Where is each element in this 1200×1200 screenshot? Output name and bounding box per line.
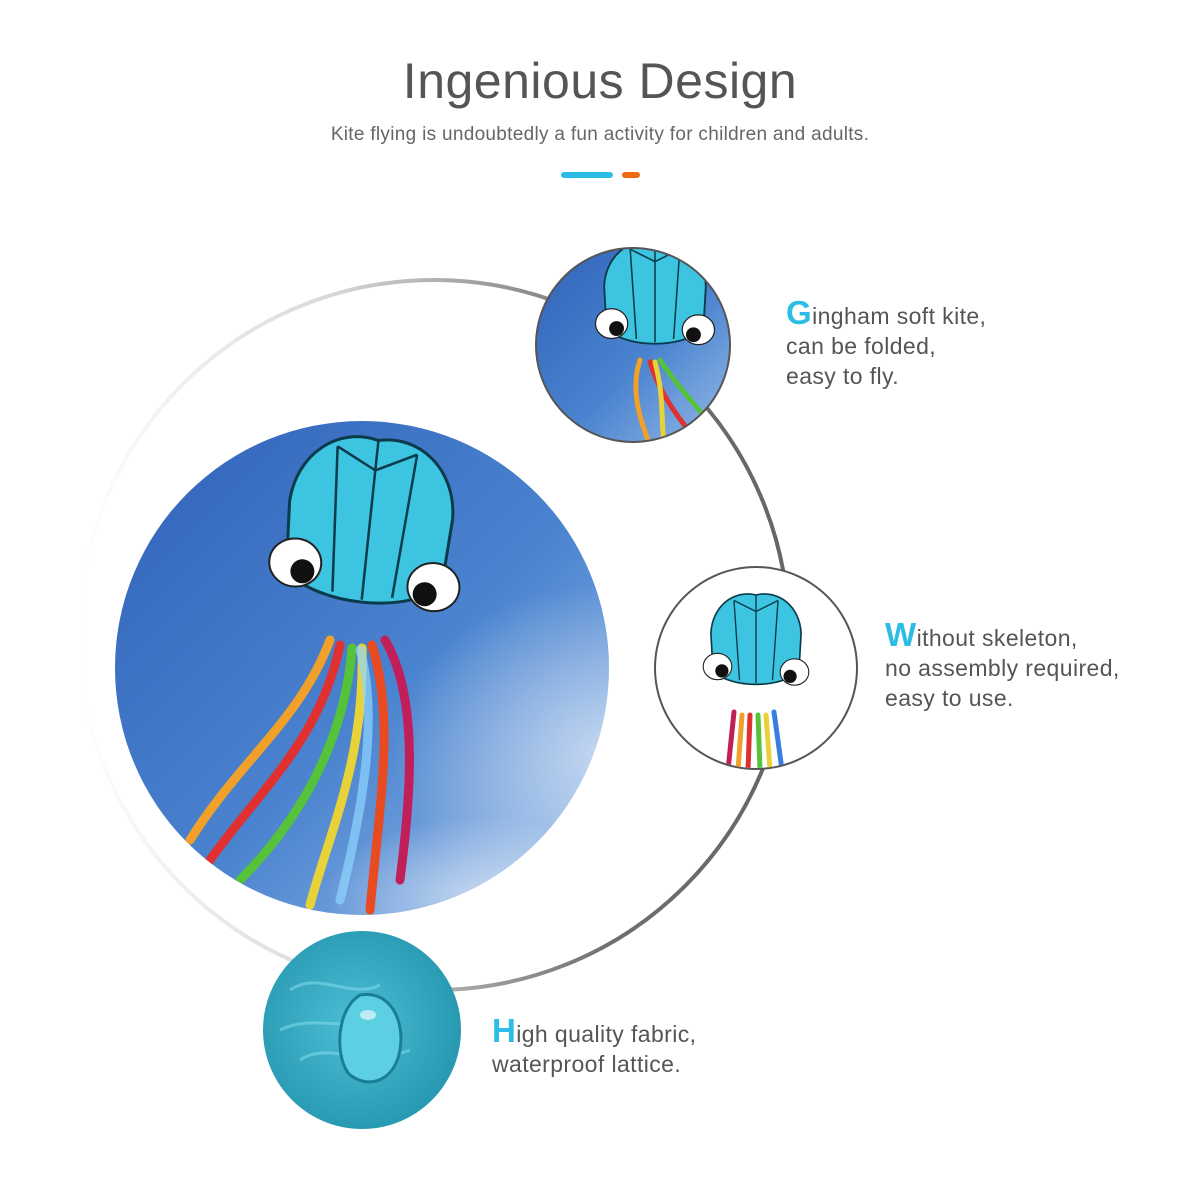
- feature-heading: igh quality fabric,: [516, 1021, 697, 1047]
- feature-line: waterproof lattice.: [492, 1051, 682, 1077]
- feature-fabric: High quality fabric, waterproof lattice.: [492, 1014, 697, 1079]
- detail-photo-1: [535, 247, 731, 443]
- page-subtitle: Kite flying is undoubtedly a fun activit…: [330, 124, 870, 145]
- feature-soft-kite: Gingham soft kite, can be folded, easy t…: [786, 296, 987, 391]
- feature-line: no assembly required,: [885, 655, 1120, 681]
- accent-bar-orange: [622, 172, 640, 178]
- feature-line: easy to use.: [885, 685, 1014, 711]
- feature-initial: G: [786, 294, 813, 331]
- water-drop-icon: [338, 993, 403, 1084]
- feature-initial: W: [885, 616, 917, 653]
- feature-line: easy to fly.: [786, 363, 900, 389]
- feature-heading: ingham soft kite,: [812, 303, 987, 329]
- detail-photo-3: [263, 931, 461, 1129]
- main-kite-photo: [115, 421, 609, 915]
- feature-line: can be folded,: [786, 333, 937, 359]
- page-title: Ingenious Design: [402, 53, 798, 109]
- feature-heading: ithout skeleton,: [916, 625, 1078, 651]
- feature-initial: H: [492, 1012, 517, 1049]
- feature-no-skeleton: Without skeleton, no assembly required, …: [885, 618, 1120, 713]
- detail-photo-2: [654, 566, 858, 770]
- accent-bar-blue: [561, 172, 613, 178]
